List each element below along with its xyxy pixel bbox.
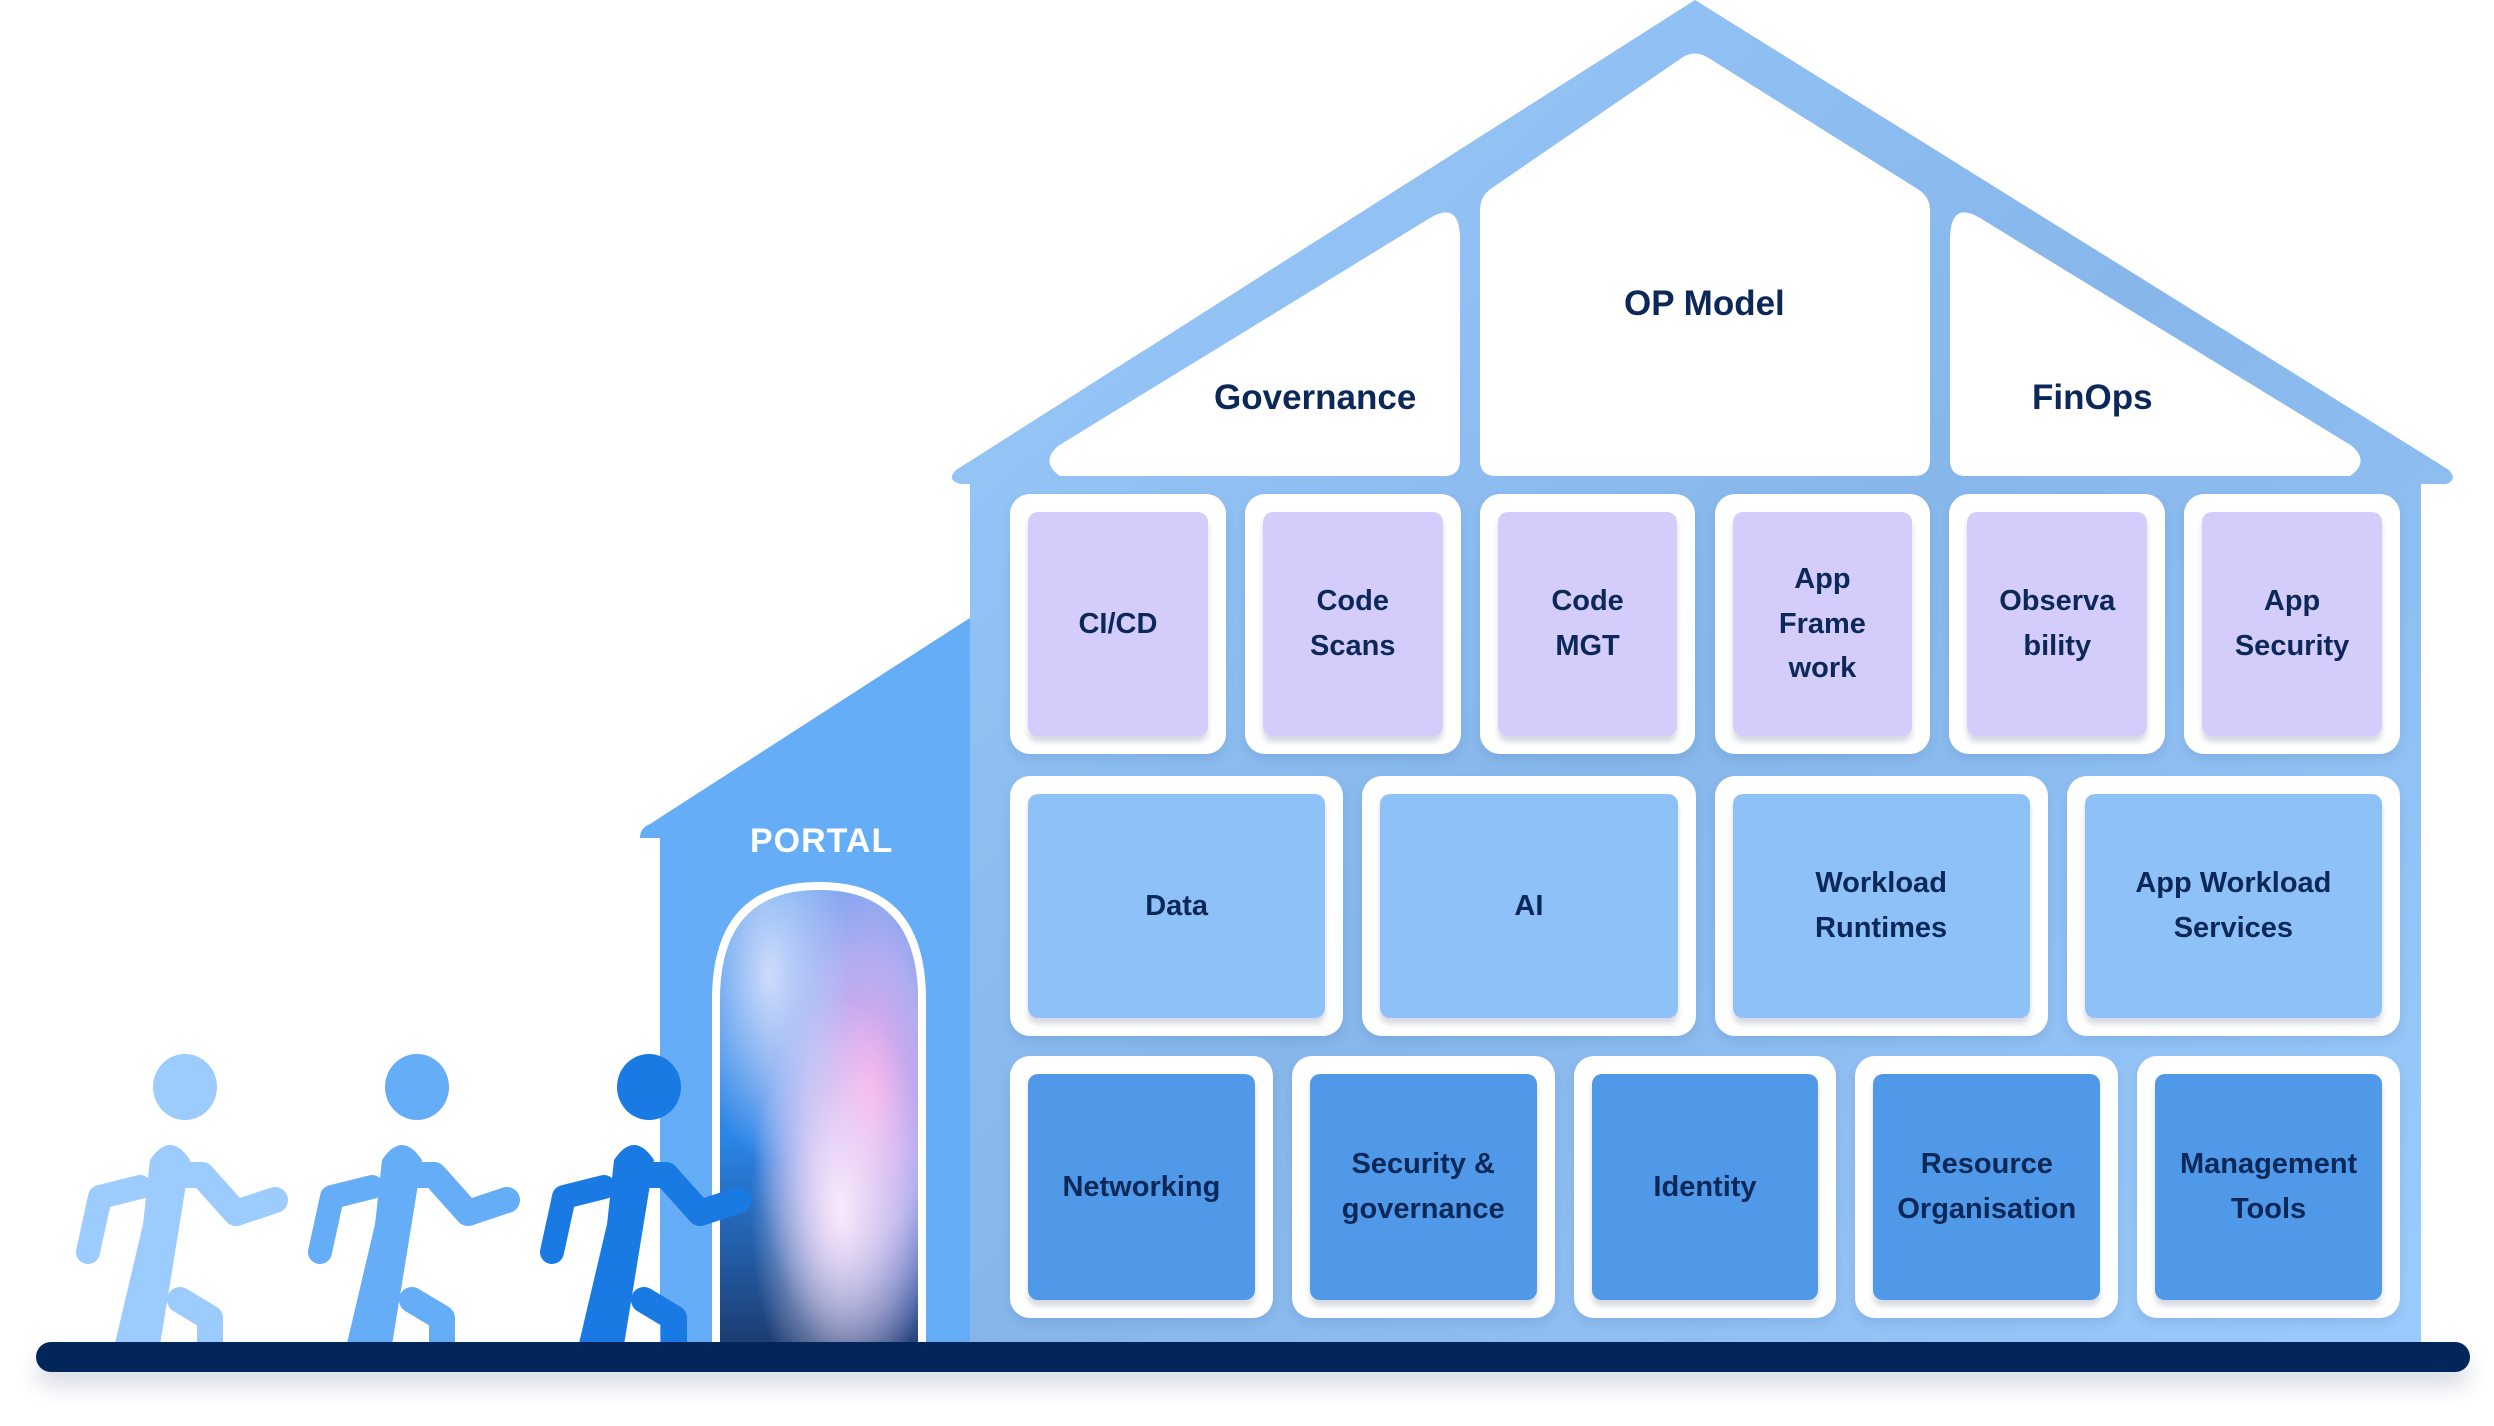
capability-tile: Observa bility bbox=[1967, 512, 2148, 736]
person-head bbox=[153, 1054, 217, 1120]
capability-tile: Code Scans bbox=[1262, 512, 1443, 736]
person-limb bbox=[540, 1175, 616, 1264]
op-model-label: OP Model bbox=[1624, 284, 1785, 323]
foundation-layer-card: Resource Organisation bbox=[1855, 1056, 2119, 1318]
middle-layer-card: Data bbox=[1010, 776, 1344, 1036]
capability-tile: Workload Runtimes bbox=[1732, 794, 2030, 1018]
person-limb bbox=[631, 1287, 687, 1358]
portal-label: PORTAL bbox=[750, 822, 894, 860]
capability-tile: AI bbox=[1380, 794, 1678, 1018]
ground-line bbox=[36, 1342, 2470, 1372]
middle-layer-card: AI bbox=[1362, 776, 1696, 1036]
foundation-layer-card: Security & governance bbox=[1291, 1056, 1555, 1318]
capability-tile: App Frame work bbox=[1732, 512, 1913, 736]
person-head bbox=[385, 1054, 449, 1120]
capability-tile: CI/CD bbox=[1028, 512, 1208, 736]
capability-tile: App Security bbox=[2202, 512, 2382, 736]
foundation-layer-card: Identity bbox=[1573, 1056, 1837, 1318]
top-layer-card: Code MGT bbox=[1479, 494, 1696, 754]
capability-tile: Networking bbox=[1028, 1074, 1255, 1300]
gable-panel-finops bbox=[1950, 212, 2361, 476]
governance-label: Governance bbox=[1214, 378, 1417, 417]
capability-tile: App Workload Services bbox=[2084, 794, 2382, 1018]
person-1-figure bbox=[76, 1054, 288, 1360]
gable-panel-governance bbox=[1049, 212, 1460, 476]
top-layer-card: Code Scans bbox=[1244, 494, 1461, 754]
person-head bbox=[617, 1054, 681, 1120]
finops-label: FinOps bbox=[2032, 378, 2153, 417]
capability-tile: Identity bbox=[1591, 1074, 1819, 1300]
person-torso bbox=[130, 1145, 190, 1345]
top-layer-card: CI/CD bbox=[1010, 494, 1226, 754]
top-layer-card: Observa bility bbox=[1949, 494, 2166, 754]
person-limb bbox=[167, 1287, 223, 1358]
person-limb bbox=[308, 1175, 384, 1264]
capability-tile: Data bbox=[1028, 794, 1326, 1018]
person-limb bbox=[399, 1287, 455, 1358]
gable-panel-op-model bbox=[1480, 53, 1930, 476]
person-torso bbox=[594, 1145, 654, 1345]
top-layer-card: App Frame work bbox=[1714, 494, 1931, 754]
middle-layer-card: App Workload Services bbox=[2066, 776, 2400, 1036]
person-torso bbox=[362, 1145, 422, 1345]
top-layer-card: App Security bbox=[2184, 494, 2400, 754]
person-2-figure bbox=[308, 1054, 520, 1360]
portal-door bbox=[720, 890, 918, 1349]
person-limb bbox=[76, 1175, 152, 1264]
foundation-layer-card: Networking bbox=[1010, 1056, 1273, 1318]
capability-tile: Security & governance bbox=[1309, 1074, 1537, 1300]
capability-tile: Code MGT bbox=[1497, 512, 1678, 736]
foundation-layer-card: Management Tools bbox=[2137, 1056, 2400, 1318]
person-3-figure bbox=[540, 1054, 752, 1360]
capability-tile: Resource Organisation bbox=[1873, 1074, 2101, 1300]
middle-layer-card: Workload Runtimes bbox=[1714, 776, 2048, 1036]
capability-tile: Management Tools bbox=[2155, 1074, 2382, 1300]
